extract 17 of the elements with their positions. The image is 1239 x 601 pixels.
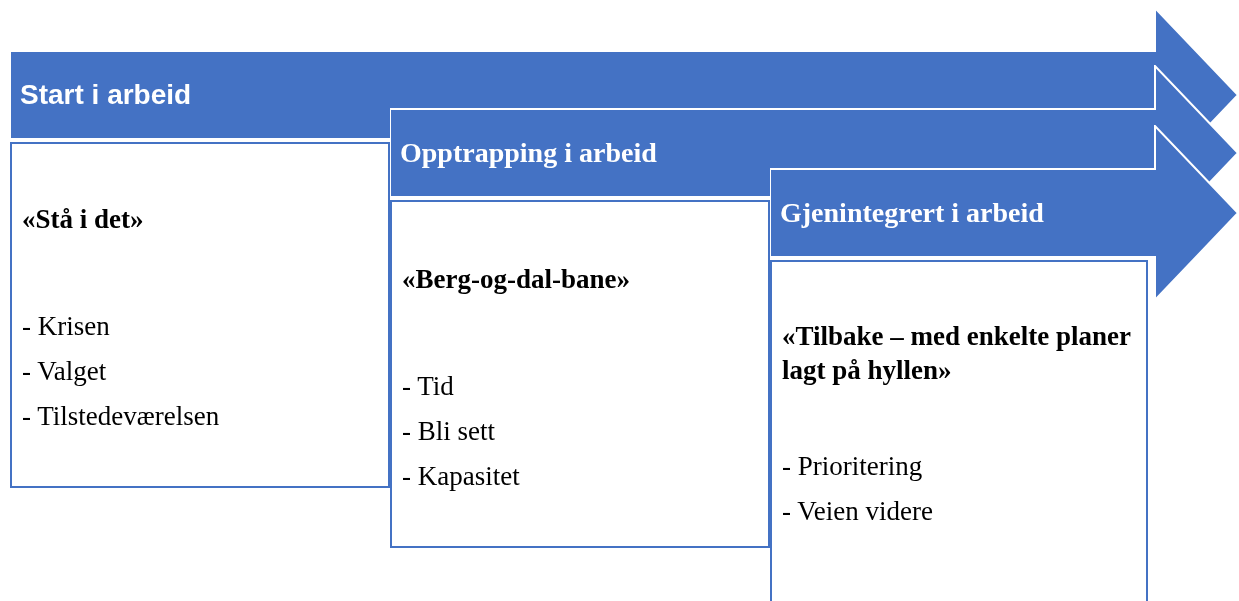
list-item: - Kapasitet — [402, 460, 521, 493]
list-item: - Valget — [22, 355, 108, 388]
stage-card — [770, 260, 1148, 601]
stage-heading: «Berg-og-dal-bane» — [402, 263, 631, 296]
list-item: - Tilstedeværelsen — [22, 400, 221, 433]
stage-card — [390, 200, 770, 548]
list-item: - Prioritering — [782, 450, 924, 483]
list-item: - Bli sett — [402, 415, 496, 448]
stage-card — [10, 142, 390, 488]
list-item: - Krisen — [22, 310, 111, 343]
stage-heading: «Stå i det» — [22, 203, 145, 236]
stage-title: Start i arbeid — [20, 79, 192, 111]
list-item: - Tid — [402, 370, 455, 403]
stage-title: Opptrapping i arbeid — [400, 137, 657, 169]
stage-title: Gjenintegrert i arbeid — [780, 197, 1044, 229]
list-item: - Veien videre — [782, 495, 934, 528]
stage-heading: «Tilbake – med enkelte planer lagt på hyllen» — [782, 320, 1132, 387]
